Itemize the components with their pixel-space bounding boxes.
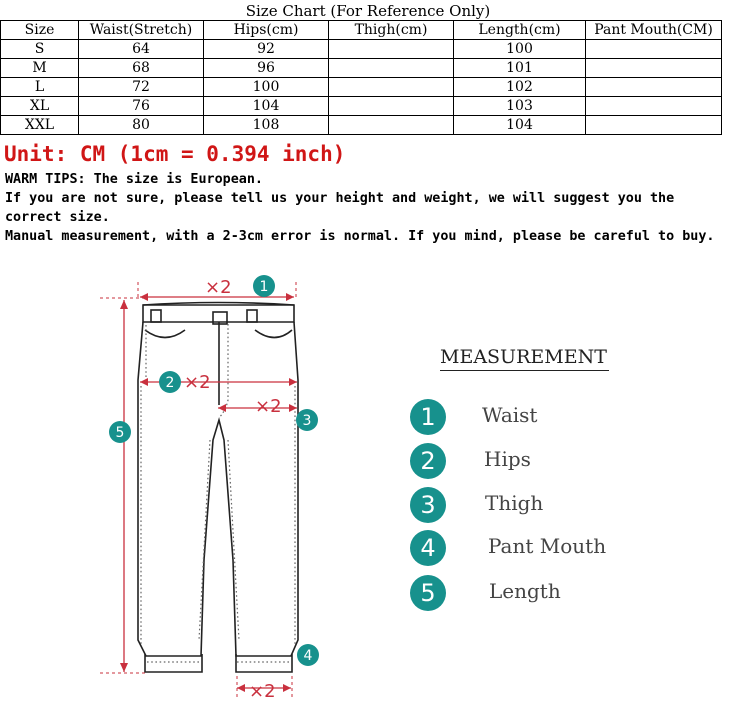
cell-thigh — [328, 39, 454, 59]
legend-label: Waist — [482, 403, 538, 427]
cell-pant-mouth — [585, 115, 722, 135]
table-row: L 72 100 102 — [0, 77, 722, 97]
cell-hips: 104 — [203, 96, 329, 116]
cell-hips: 108 — [203, 115, 329, 135]
diagram-markers: 1 2 3 4 5 — [109, 275, 319, 666]
cell-length: 104 — [453, 115, 586, 135]
header-pant-mouth: Pant Mouth(CM) — [585, 20, 722, 40]
marker-4-text: 4 — [304, 648, 313, 664]
table-row: S 64 92 100 — [0, 39, 722, 59]
cell-waist: 68 — [78, 58, 204, 78]
cell-size: M — [0, 58, 79, 78]
waist-x2-label: ×2 — [205, 277, 232, 298]
table-row: XXL 80 108 104 — [0, 115, 722, 135]
cell-hips: 100 — [203, 77, 329, 97]
header-thigh: Thigh(cm) — [328, 20, 454, 40]
legend-label: Thigh — [485, 491, 544, 515]
cell-size: S — [0, 39, 79, 59]
marker-3-text: 3 — [303, 413, 312, 429]
marker-1-text: 1 — [260, 279, 269, 295]
header-waist: Waist(Stretch) — [78, 20, 204, 40]
cell-pant-mouth — [585, 39, 722, 59]
cell-thigh — [328, 77, 454, 97]
header-length: Length(cm) — [453, 20, 586, 40]
warm-tips: WARM TIPS: The size is European. If you … — [5, 170, 731, 246]
table-header-row: Size Waist(Stretch) Hips(cm) Thigh(cm) L… — [0, 20, 722, 40]
tip-line: Manual measurement, with a 2-3cm error i… — [5, 229, 715, 244]
cell-thigh — [328, 96, 454, 116]
cell-hips: 92 — [203, 39, 329, 59]
cell-pant-mouth — [585, 77, 722, 97]
dimension-guides — [100, 282, 297, 700]
unit-note: Unit: CM (1cm = 0.394 inch) — [4, 142, 346, 166]
cell-thigh — [328, 115, 454, 135]
cell-length: 102 — [453, 77, 586, 97]
cell-size: L — [0, 77, 79, 97]
hips-x2-label: ×2 — [184, 372, 211, 393]
cell-size: XXL — [0, 115, 79, 135]
size-chart-title: Size Chart (For Reference Only) — [245, 2, 491, 20]
number-4-badge: 4 — [410, 530, 446, 566]
x2-labels: ×2 ×2 ×2 ×2 — [184, 277, 282, 702]
table-row: XL 76 104 103 — [0, 96, 722, 116]
marker-5-badge — [109, 421, 131, 443]
tip-line: If you are not sure, please tell us your… — [5, 191, 675, 225]
cell-length: 101 — [453, 58, 586, 78]
cell-thigh — [328, 58, 454, 78]
marker-3-badge — [296, 409, 318, 431]
thigh-x2-label: ×2 — [255, 396, 282, 417]
mouth-x2-label: ×2 — [249, 681, 276, 702]
table-row: M 68 96 101 — [0, 58, 722, 78]
cell-size: XL — [0, 96, 79, 116]
legend-label: Length — [489, 579, 561, 603]
header-hips: Hips(cm) — [203, 20, 329, 40]
cell-length: 100 — [453, 39, 586, 59]
number-1-badge: 1 — [410, 399, 446, 435]
marker-2-badge — [159, 371, 181, 393]
legend-label: Pant Mouth — [488, 534, 607, 558]
header-size: Size — [0, 20, 79, 40]
cell-waist: 64 — [78, 39, 204, 59]
marker-1-badge — [253, 275, 275, 297]
cell-waist: 76 — [78, 96, 204, 116]
measurement-arrows — [120, 293, 297, 692]
cell-pant-mouth — [585, 58, 722, 78]
number-5-badge: 5 — [410, 575, 446, 611]
cell-hips: 96 — [203, 58, 329, 78]
marker-2-text: 2 — [166, 375, 175, 391]
pants-outline — [137, 301, 299, 673]
marker-4-badge — [297, 644, 319, 666]
tip-line: WARM TIPS: The size is European. — [5, 172, 263, 187]
number-3-badge: 3 — [410, 487, 446, 523]
measurement-title: MEASUREMENT — [440, 346, 609, 371]
marker-5-text: 5 — [116, 425, 125, 441]
cell-pant-mouth — [585, 96, 722, 116]
cell-waist: 80 — [78, 115, 204, 135]
number-2-badge: 2 — [410, 443, 446, 479]
size-chart-table: Size Waist(Stretch) Hips(cm) Thigh(cm) L… — [0, 20, 722, 135]
legend-label: Hips — [484, 447, 531, 471]
cell-waist: 72 — [78, 77, 204, 97]
cell-length: 103 — [453, 96, 586, 116]
pants-diagram: ×2 ×2 ×2 ×2 1 2 3 4 5 — [100, 275, 319, 702]
